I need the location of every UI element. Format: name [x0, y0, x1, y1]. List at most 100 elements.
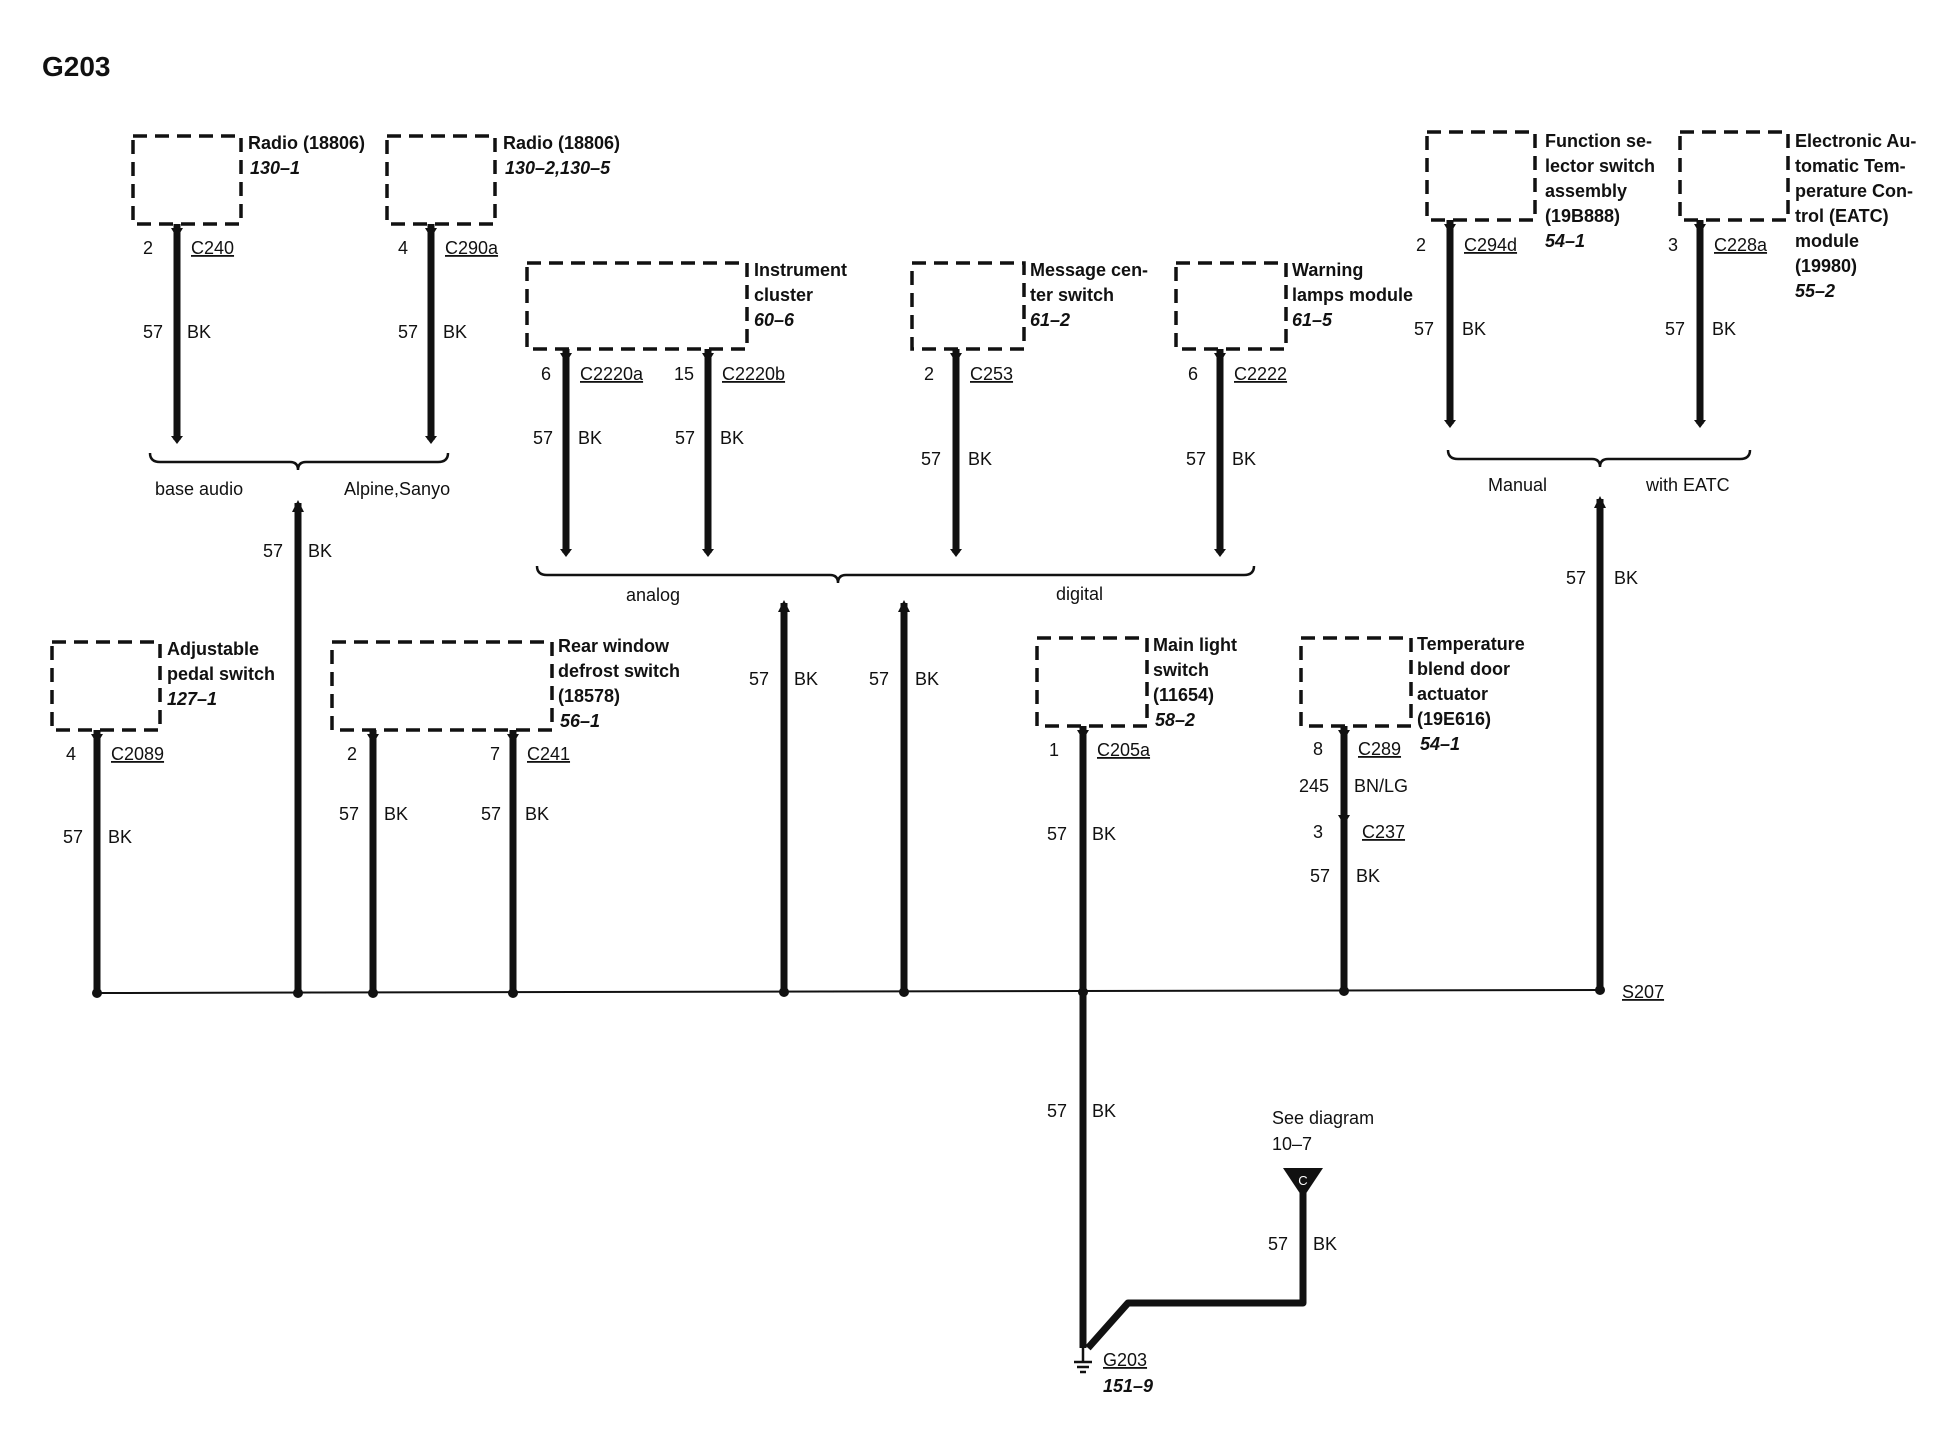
adjustable-pedal-switch-label: Adjustable pedal switch 127–1 [167, 639, 275, 709]
instrument-cluster-label: Instrument cluster 60–6 [754, 260, 847, 330]
wire-label-defrost-pin7: 57 BK [481, 804, 549, 824]
svg-text:BK: BK [525, 804, 549, 824]
svg-text:57: 57 [1665, 319, 1685, 339]
eatc-module-label: Electronic Au- tomatic Tem- perature Con… [1795, 131, 1916, 301]
radio-1-box [131, 134, 243, 226]
svg-text:61–2: 61–2 [1030, 310, 1070, 330]
svg-text:Rear window: Rear window [558, 636, 670, 656]
wire-label-blend-door: 57 BK [1310, 866, 1380, 886]
svg-text:57: 57 [1047, 1101, 1067, 1121]
eatc-brace [1446, 449, 1752, 468]
svg-text:(19B888): (19B888) [1545, 206, 1620, 226]
svg-text:57: 57 [921, 449, 941, 469]
svg-text:4: 4 [66, 744, 76, 764]
svg-text:BK: BK [1092, 1101, 1116, 1121]
svg-text:54–1: 54–1 [1545, 231, 1585, 251]
svg-text:57: 57 [63, 827, 83, 847]
connector-c289: 8 C289 [1313, 739, 1401, 759]
svg-text:BN/LG: BN/LG [1354, 776, 1408, 796]
eatc-module-box [1678, 130, 1790, 222]
svg-text:BK: BK [1614, 568, 1638, 588]
svg-text:2: 2 [143, 238, 153, 258]
rear-window-defrost-switch-label: Rear window defrost switch (18578) 56–1 [558, 636, 680, 731]
function-selector-switch-label: Function se- lector switch assembly (19B… [1545, 131, 1655, 251]
svg-text:57: 57 [481, 804, 501, 824]
message-center-switch-label: Message cen- ter switch 61–2 [1030, 260, 1148, 330]
svg-text:57: 57 [1310, 866, 1330, 886]
svg-text:lamps module: lamps module [1292, 285, 1413, 305]
svg-text:C2220b: C2220b [722, 364, 785, 384]
wire-label-message-center: 57 BK [921, 449, 992, 469]
svg-text:BK: BK [1712, 319, 1736, 339]
svg-text:54–1: 54–1 [1420, 734, 1460, 754]
wire-label-cluster-b: 57 BK [675, 428, 744, 448]
svg-text:57: 57 [339, 804, 359, 824]
svg-text:(19E616): (19E616) [1417, 709, 1491, 729]
page-title: G203 [42, 51, 111, 82]
main-light-switch-label: Main light switch (11654) 58–2 [1153, 635, 1237, 730]
svg-text:C2220a: C2220a [580, 364, 644, 384]
svg-text:57: 57 [1566, 568, 1586, 588]
svg-text:(11654): (11654) [1153, 685, 1214, 705]
radio-2-label: Radio (18806) 130–2,130–5 [503, 133, 620, 178]
svg-text:BK: BK [1092, 824, 1116, 844]
svg-text:BK: BK [187, 322, 211, 342]
adjustable-pedal-switch-box [50, 640, 162, 732]
svg-text:Electronic Au-: Electronic Au- [1795, 131, 1916, 151]
ground-ref: 151–9 [1103, 1376, 1153, 1396]
svg-text:Message cen-: Message cen- [1030, 260, 1148, 280]
svg-text:defrost switch: defrost switch [558, 661, 680, 681]
radio-brace [148, 452, 450, 471]
wire-label-function-selector: 57 BK [1414, 319, 1486, 339]
svg-text:57: 57 [1414, 319, 1434, 339]
svg-text:60–6: 60–6 [754, 310, 795, 330]
warning-lamps-module-label: Warning lamps module 61–5 [1292, 260, 1413, 330]
svg-text:Warning: Warning [1292, 260, 1363, 280]
svg-text:56–1: 56–1 [560, 711, 600, 731]
svg-text:C290a: C290a [445, 238, 499, 258]
svg-text:BK: BK [968, 449, 992, 469]
wire-label-radio-1: 57 BK [143, 322, 211, 342]
svg-text:57: 57 [533, 428, 553, 448]
splice-bus [96, 989, 1601, 994]
wire-label-defrost-pin2: 57 BK [339, 804, 408, 824]
svg-text:3: 3 [1668, 235, 1678, 255]
svg-text:BK: BK [720, 428, 744, 448]
cluster-group-label-analog: analog [626, 585, 680, 605]
message-center-switch-box [910, 261, 1026, 351]
wire-label-cluster-a: 57 BK [533, 428, 602, 448]
svg-text:blend door: blend door [1417, 659, 1510, 679]
svg-text:130–1: 130–1 [250, 158, 300, 178]
ground-symbol-icon [1074, 1348, 1092, 1374]
svg-text:BK: BK [1232, 449, 1256, 469]
svg-text:7: 7 [490, 744, 500, 764]
svg-text:C2222: C2222 [1234, 364, 1287, 384]
connector-c294d: 2 C294d [1416, 235, 1517, 255]
temperature-blend-door-label: Temperature blend door actuator (19E616)… [1417, 634, 1525, 754]
radio-2-box [385, 134, 497, 226]
radio-group-label-alpine-sanyo: Alpine,Sanyo [344, 479, 450, 499]
connector-c2220b: 15 C2220b [674, 364, 785, 384]
svg-text:2: 2 [924, 364, 934, 384]
svg-text:BK: BK [443, 322, 467, 342]
eatc-group-label-manual: Manual [1488, 475, 1547, 495]
wire-label-cluster-digital-to-bus: 57 BK [869, 669, 939, 689]
connector-c237: 3 C237 [1313, 822, 1405, 842]
temperature-blend-door-box [1299, 636, 1413, 728]
connector-c241-pin2: 2 [347, 744, 357, 764]
svg-text:Temperature: Temperature [1417, 634, 1525, 654]
svg-text:Adjustable: Adjustable [167, 639, 259, 659]
svg-text:C205a: C205a [1097, 740, 1151, 760]
svg-text:C289: C289 [1358, 739, 1401, 759]
wire-label-cluster-analog-to-bus: 57 BK [749, 669, 818, 689]
svg-text:57: 57 [1047, 824, 1067, 844]
svg-text:BK: BK [1313, 1234, 1337, 1254]
svg-text:BK: BK [578, 428, 602, 448]
function-selector-switch-box [1425, 130, 1537, 222]
svg-text:130–2,130–5: 130–2,130–5 [505, 158, 611, 178]
svg-text:Instrument: Instrument [754, 260, 847, 280]
connector-c241: 7 C241 [490, 744, 570, 764]
wire-label-pedal-switch: 57 BK [63, 827, 132, 847]
connector-c2220a: 6 C2220a [541, 364, 644, 384]
